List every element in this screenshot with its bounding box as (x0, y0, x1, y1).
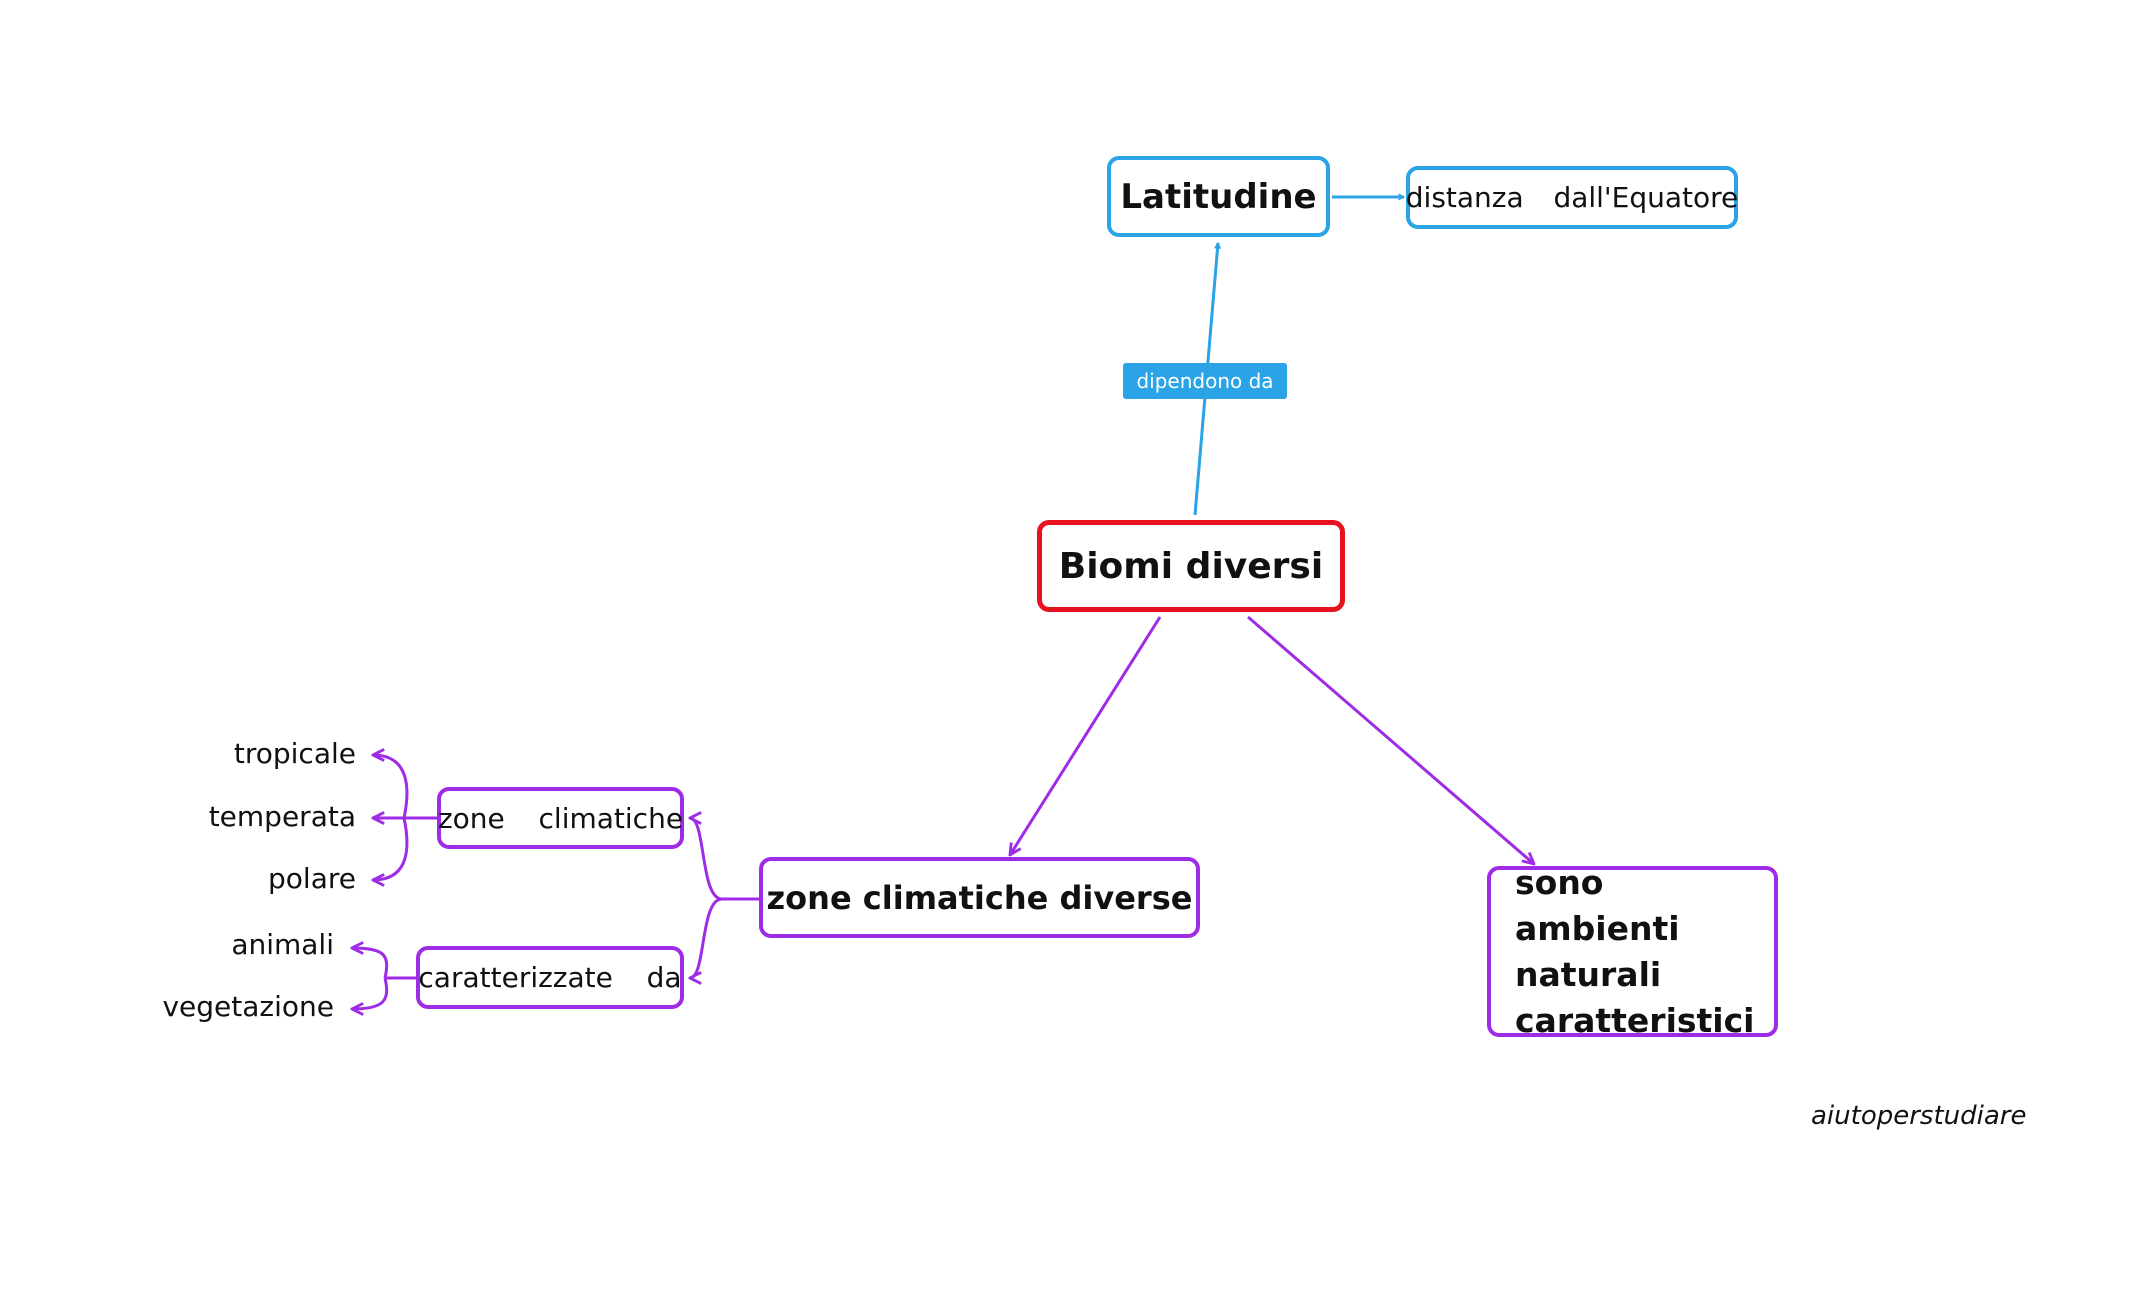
link-to-tropicale (373, 755, 409, 819)
link-to-characterized-by (690, 897, 723, 978)
watermark: aiutoperstudiare (1811, 1101, 2027, 1131)
link-center-to-climate-zones-diverse (1010, 616, 1162, 855)
link-to-polare (373, 817, 409, 880)
latitude-node[interactable]: Latitudine (1107, 156, 1330, 237)
link-to-climate-zones (690, 818, 723, 901)
leaf-temperata: temperata (208, 800, 356, 833)
leaf-animali: animali (231, 928, 334, 961)
characterized-by-node[interactable]: caratterizzate da (416, 946, 684, 1009)
central-node[interactable]: Biomi diversi (1037, 520, 1345, 612)
distance-node[interactable]: distanza dall'Equatore (1406, 166, 1738, 229)
climate-zones-node[interactable]: zone climatiche (437, 787, 684, 849)
link-to-animali (352, 948, 389, 979)
leaf-vegetazione: vegetazione (162, 990, 334, 1023)
link-center-to-natural-environments (1247, 615, 1534, 864)
relation-label-dipendono-da: dipendono da (1123, 363, 1287, 399)
link-to-vegetazione (352, 977, 389, 1009)
leaf-tropicale: tropicale (233, 737, 356, 770)
climate-zones-diverse-node[interactable]: zone climatiche diverse (759, 857, 1200, 938)
leaf-polare: polare (268, 862, 356, 895)
natural-environments-node[interactable]: sono ambienti naturali caratteristici (1487, 863, 1778, 1040)
